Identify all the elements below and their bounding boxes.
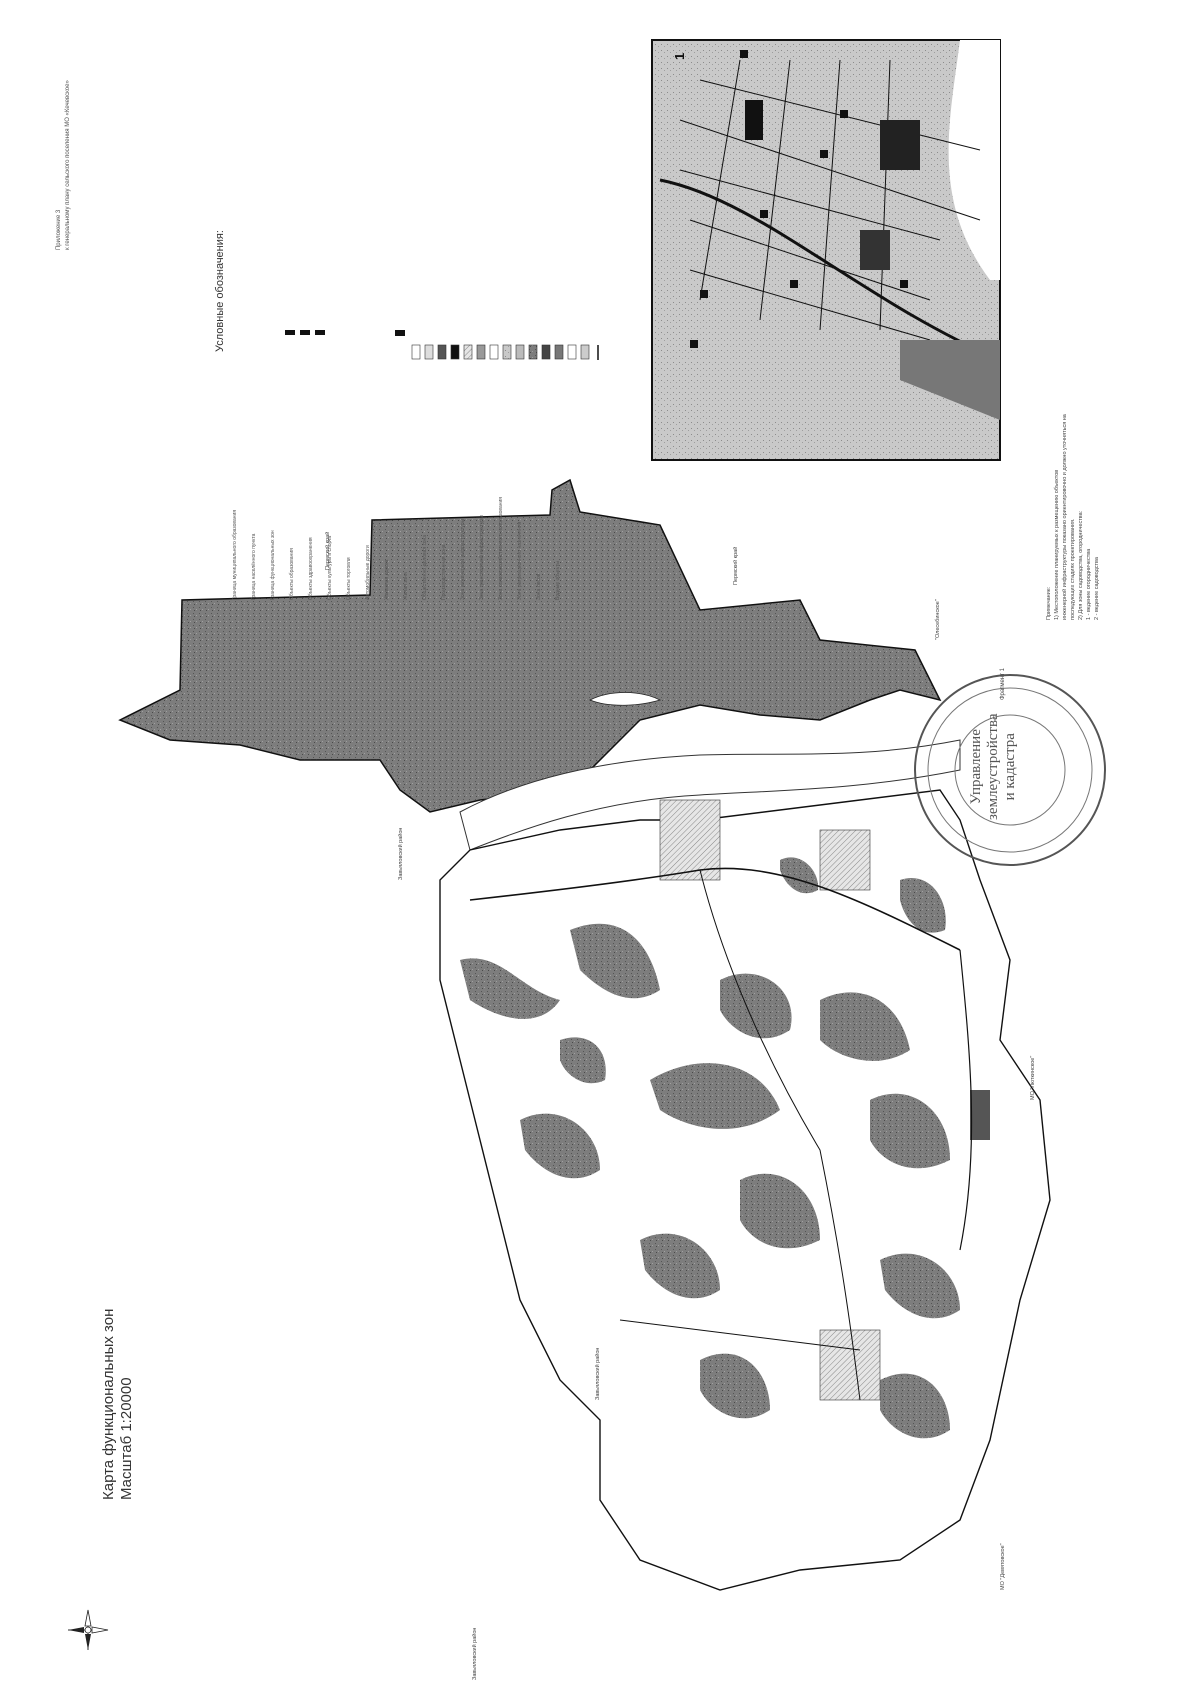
legend-item: Объекты торговли [346, 557, 352, 600]
map-title: Карта функциональных зон Масштаб 1:20000 [100, 1309, 136, 1500]
legend-item: Граница муниципального образования [232, 509, 238, 600]
notes-line5: 1 - ведение огородничества [1086, 548, 1092, 620]
notes-line2: инженерной инфраструктуры показано ориен… [1062, 414, 1068, 620]
legend-item: Жилая зона [403, 572, 409, 600]
notes-line3: последующих стадиях проектирования. [1070, 518, 1076, 620]
stamp-line3: и кадастра [1002, 733, 1018, 801]
stamp-line1: Управление [968, 729, 984, 805]
notes-heading: Примечание: [1046, 586, 1052, 620]
legend-item: Объекты здравоохранения [308, 537, 314, 600]
legend-item: Зона лесов [536, 573, 542, 600]
map-title-line1: Карта функциональных зон [100, 1308, 117, 1500]
fragment-number: 1 [672, 52, 687, 60]
region-label-zavyalovsky-2: Завьяловский район [595, 1347, 601, 1400]
legend-swatches [285, 330, 599, 360]
map-scale: Масштаб 1:20000 [118, 1377, 135, 1500]
river [459, 739, 961, 851]
legend-item: Граница населённого пункта [251, 533, 257, 600]
region-label-zavyalovsky-3: Завьяловский район [472, 1627, 478, 1680]
legend-item: Общественно-деловая зона [422, 534, 428, 600]
region-label-perm-1: Пермский край [325, 531, 331, 570]
appendix-note: Приложение 3 к генеральному плану сельск… [55, 80, 73, 250]
region-label-mo-1: МО "Люткинское" [1030, 1055, 1036, 1100]
notes-line6: 2 - ведение садоводства [1094, 557, 1100, 620]
legend-item: Железная дорога [384, 559, 390, 600]
legend-item: Автомобильные дороги [365, 545, 371, 600]
legend-item: Зона инженерной инфраструктуры [460, 518, 466, 600]
region-label-zavyalovsky-1: Завьяловский район [398, 827, 404, 880]
notes-line1: 1) Местоположение планируемых к размещен… [1054, 469, 1060, 620]
official-stamp [914, 674, 1106, 866]
appendix-line2: к генеральному плану сельского поселения… [65, 80, 71, 250]
legend-item: Производственная зона [441, 544, 447, 600]
legend-item: Зона рекреационного назначения [517, 521, 523, 600]
legend-title: Условные обозначения: [214, 230, 226, 352]
appendix-line1: Приложение 3 [56, 209, 62, 250]
region-label-mo-3: "Олесебинское" [935, 599, 941, 640]
legend-item: Граница функциональных зон [270, 530, 276, 600]
fragment-label: Фрагмент 1 [1000, 668, 1006, 700]
notes-block: Примечание: 1) Местоположение планируемы… [1045, 414, 1101, 620]
stamp-text: Управление землеустройства и кадастра [968, 713, 1019, 820]
legend-item: Зона сельскохозяйственного использования [498, 496, 504, 600]
stamp-line2: землеустройства [985, 713, 1001, 820]
north-arrow-icon [68, 1609, 109, 1650]
legend-item: Объекты образования [289, 548, 295, 600]
region-label-perm-2: Пермский край [733, 546, 739, 585]
forest-territory [118, 478, 942, 813]
fragment-inset [651, 39, 1001, 461]
settlement-territory [439, 789, 1051, 1591]
legend-item: Зона транспортной инфраструктуры [479, 515, 485, 600]
region-label-mo-2: МО "Девятовское" [1000, 1543, 1006, 1590]
legend-item: Водные объекты [555, 561, 561, 600]
notes-line4: 2) Для зоны садоводства, огородничества: [1078, 510, 1084, 620]
